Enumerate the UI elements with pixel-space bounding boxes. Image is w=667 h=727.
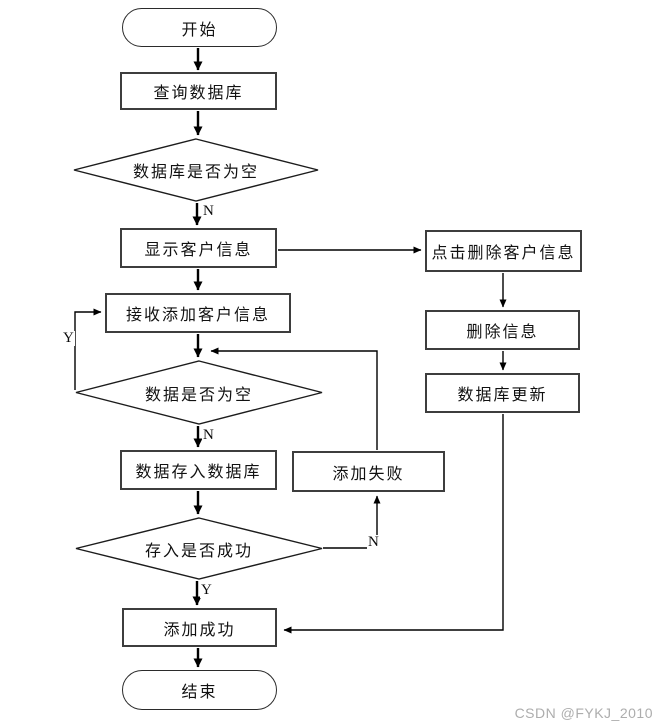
edge-label-data-empty-yes: Y <box>62 330 75 346</box>
edge-dbupdate-to-addok <box>283 414 504 634</box>
csdn-watermark: CSDN @FYKJ_2010 <box>514 705 653 721</box>
node-receive-add: 接收添加客户信息 <box>105 293 291 333</box>
diamond-shape <box>75 517 323 580</box>
node-receive-add-label: 接收添加客户信息 <box>125 307 270 324</box>
node-click-delete-label: 点击删除客户信息 <box>431 245 576 262</box>
node-db-empty: 数据库是否为空 <box>73 138 319 202</box>
diamond-shape <box>75 360 323 425</box>
node-db-update-label: 数据库更新 <box>457 387 548 404</box>
node-store-success: 存入是否成功 <box>75 517 323 580</box>
node-show-info: 显示客户信息 <box>120 228 277 268</box>
node-db-update: 数据库更新 <box>425 373 580 413</box>
node-add-success: 添加成功 <box>122 608 277 647</box>
diamond-shape <box>73 138 319 202</box>
node-delete-info-label: 删除信息 <box>466 324 539 341</box>
node-start-label: 开始 <box>181 21 218 39</box>
edge-addfail-to-dataempty <box>210 347 378 450</box>
node-end: 结束 <box>122 670 277 710</box>
node-delete-info: 删除信息 <box>425 310 580 350</box>
node-query-db: 查询数据库 <box>120 72 277 110</box>
node-end-label: 结束 <box>181 684 218 701</box>
node-db-empty-label: 数据库是否为空 <box>132 164 259 181</box>
node-add-fail-label: 添加失败 <box>332 465 405 483</box>
edge-label-db-empty-no: N <box>202 203 215 219</box>
node-query-db-label: 查询数据库 <box>153 85 244 102</box>
node-add-success-label: 添加成功 <box>163 621 236 639</box>
node-data-empty-label: 数据是否为空 <box>144 386 253 404</box>
edge-label-store-success-yes: Y <box>200 582 213 598</box>
node-store-success-label: 存入是否成功 <box>144 542 253 560</box>
node-show-info-label: 显示客户信息 <box>144 242 253 259</box>
node-store-db: 数据存入数据库 <box>120 450 277 490</box>
node-click-delete: 点击删除客户信息 <box>425 230 582 272</box>
node-start: 开始 <box>122 8 277 47</box>
node-store-db-label: 数据存入数据库 <box>135 464 262 481</box>
node-data-empty: 数据是否为空 <box>75 360 323 425</box>
node-add-fail: 添加失败 <box>292 451 445 492</box>
edge-label-store-success-no: N <box>367 534 380 550</box>
edge-dataempty-yes-loop <box>74 308 102 390</box>
edge-label-data-empty-no: N <box>202 427 215 443</box>
